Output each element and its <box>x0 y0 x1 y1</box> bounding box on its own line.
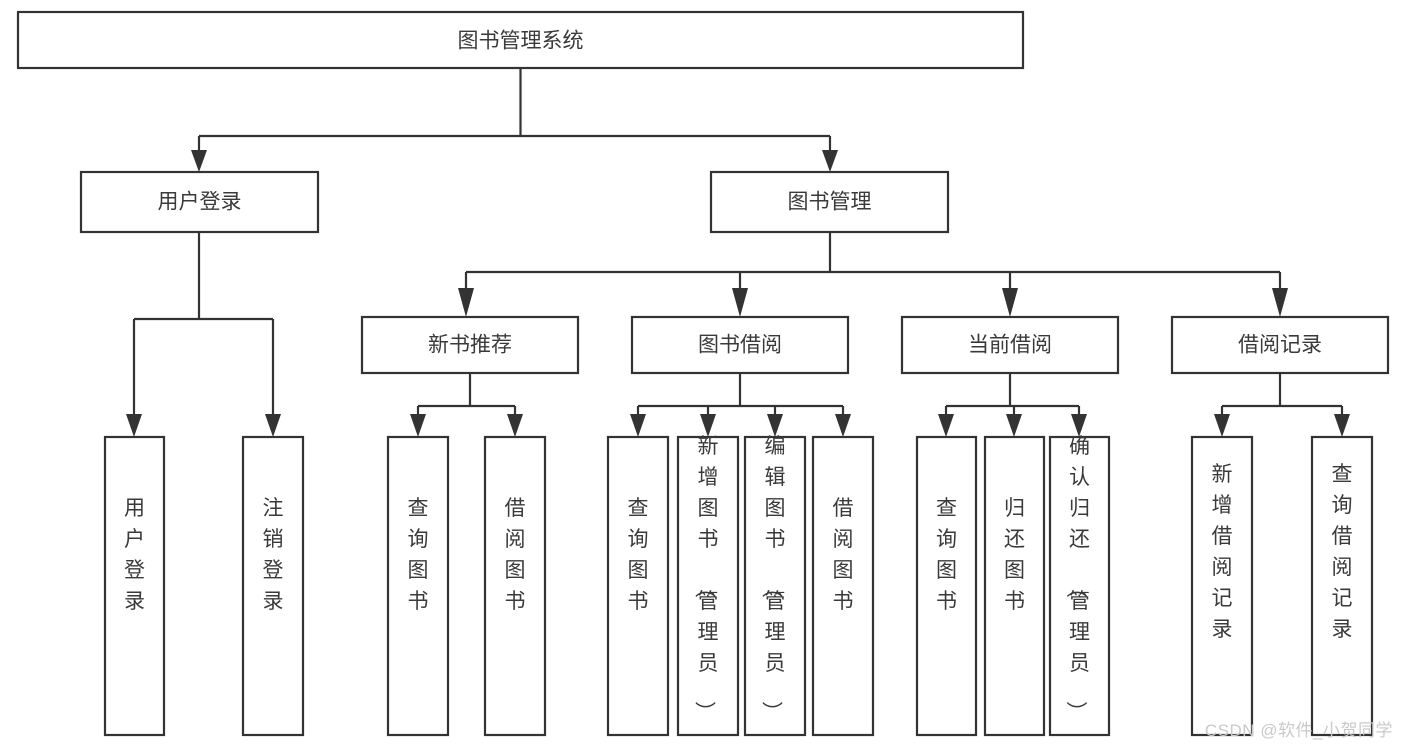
node-leaf-borrow-book-2[interactable]: 借阅图书 <box>811 435 875 737</box>
arrow-current-leaf-2 <box>1006 414 1022 437</box>
node-book-management-label: 图书管理 <box>788 191 872 214</box>
node-leaf-add-book-box[interactable] <box>676 435 740 737</box>
node-user-login-label: 用户登录 <box>158 191 242 214</box>
node-leaf-query-book-2[interactable]: 查询图书 <box>606 435 670 737</box>
node-current-borrow-label: 当前借阅 <box>968 334 1052 357</box>
node-new-book-recommend-box[interactable] <box>360 315 580 375</box>
arrow-recommend-leaf-2 <box>507 414 523 437</box>
node-leaf-query-book-1-label: 查询图书 <box>408 497 429 613</box>
arrow-bookmgmt-to-recommend <box>458 288 474 317</box>
arrow-bookmgmt-to-current <box>1002 288 1018 317</box>
node-book-borrow-label: 图书借阅 <box>698 334 782 357</box>
node-root-box[interactable] <box>16 10 1025 70</box>
node-leaf-borrow-book-2-box[interactable] <box>811 435 875 737</box>
node-leaf-edit-book[interactable]: 编辑图书（管理员） <box>743 435 807 737</box>
arrow-bookmgmt-to-borrow <box>732 288 748 317</box>
arrow-root-to-user-login <box>191 150 207 172</box>
node-new-book-recommend[interactable]: 新书推荐 <box>360 315 580 375</box>
arrow-current-leaf-1 <box>938 414 954 437</box>
node-new-book-recommend-label: 新书推荐 <box>428 334 512 357</box>
node-leaf-borrow-book-1-box[interactable] <box>483 435 547 737</box>
node-leaf-borrow-book-2-label: 借阅图书 <box>833 497 854 613</box>
node-leaf-query-book-2-box[interactable] <box>606 435 670 737</box>
node-leaf-add-record-label: 新增借阅记录 <box>1212 463 1233 641</box>
arrow-userlogin-leaf-2 <box>265 414 281 437</box>
node-leaf-borrow-book-1-label: 借阅图书 <box>505 497 526 613</box>
arrow-borrow-leaf-1 <box>630 414 646 437</box>
node-root-label: 图书管理系统 <box>458 30 584 53</box>
node-current-borrow-box[interactable] <box>900 315 1120 375</box>
node-user-login-box[interactable] <box>79 170 320 234</box>
edge-group <box>126 68 1350 437</box>
arrow-borrow-leaf-4 <box>835 414 851 437</box>
node-leaf-add-record-box[interactable] <box>1190 435 1254 737</box>
node-leaf-query-book-3-box[interactable] <box>915 435 978 737</box>
node-leaf-logout-login-box[interactable] <box>241 435 305 737</box>
arrow-recommend-leaf-1 <box>410 414 426 437</box>
node-borrow-record-box[interactable] <box>1170 315 1390 375</box>
node-book-management[interactable]: 图书管理 <box>709 170 950 234</box>
node-borrow-record[interactable]: 借阅记录 <box>1170 315 1390 375</box>
node-book-management-box[interactable] <box>709 170 950 234</box>
node-leaf-user-login[interactable]: 用户登录 <box>103 435 166 737</box>
node-leaf-add-record[interactable]: 新增借阅记录 <box>1190 435 1254 737</box>
node-leaf-confirm-return-label: 确认归还（管理员） <box>1064 435 1090 722</box>
node-leaf-query-book-1[interactable]: 查询图书 <box>386 435 450 737</box>
node-leaf-confirm-return[interactable]: 确认归还（管理员） <box>1048 435 1111 737</box>
node-leaf-query-record[interactable]: 查询借阅记录 <box>1310 435 1374 737</box>
node-leaf-add-book[interactable]: 新增图书（管理员） <box>676 435 740 737</box>
node-leaf-query-record-box[interactable] <box>1310 435 1374 737</box>
node-book-borrow[interactable]: 图书借阅 <box>630 315 850 375</box>
node-leaf-return-book[interactable]: 归还图书 <box>983 435 1046 737</box>
arrow-userlogin-leaf-1 <box>126 414 142 437</box>
arrow-current-leaf-3 <box>1071 414 1087 437</box>
node-leaf-query-book-2-label: 查询图书 <box>628 497 649 613</box>
arrow-borrow-leaf-2 <box>700 414 716 437</box>
arrow-record-leaf-1 <box>1214 414 1230 437</box>
node-leaf-query-book-3-label: 查询图书 <box>936 497 957 613</box>
arrow-record-leaf-2 <box>1334 414 1350 437</box>
node-leaf-query-record-label: 查询借阅记录 <box>1332 463 1353 641</box>
node-leaf-query-book-3[interactable]: 查询图书 <box>915 435 978 737</box>
node-leaf-edit-book-label: 编辑图书（管理员） <box>760 435 786 722</box>
node-leaf-add-book-label: 新增图书（管理员） <box>693 435 719 722</box>
node-leaf-logout-login[interactable]: 注销登录 <box>241 435 305 737</box>
node-borrow-record-label: 借阅记录 <box>1238 334 1322 357</box>
node-leaf-query-book-1-box[interactable] <box>386 435 450 737</box>
node-leaf-confirm-return-box[interactable] <box>1048 435 1111 737</box>
node-leaf-edit-book-box[interactable] <box>743 435 807 737</box>
node-leaf-user-login-box[interactable] <box>103 435 166 737</box>
node-current-borrow[interactable]: 当前借阅 <box>900 315 1120 375</box>
arrow-borrow-leaf-3 <box>767 414 783 437</box>
node-leaf-borrow-book-1[interactable]: 借阅图书 <box>483 435 547 737</box>
node-book-borrow-box[interactable] <box>630 315 850 375</box>
arrow-bookmgmt-to-record <box>1272 288 1288 317</box>
node-leaf-user-login-label: 用户登录 <box>124 497 145 613</box>
node-leaf-return-book-label: 归还图书 <box>1004 497 1025 613</box>
node-leaf-return-book-box[interactable] <box>983 435 1046 737</box>
node-leaf-logout-login-label: 注销登录 <box>263 497 284 613</box>
csdn-watermark: CSDN @软件_小贺同学 <box>1204 721 1393 740</box>
node-user-login[interactable]: 用户登录 <box>79 170 320 234</box>
arrow-root-to-book-management <box>822 150 838 172</box>
node-root[interactable]: 图书管理系统 <box>16 10 1025 70</box>
